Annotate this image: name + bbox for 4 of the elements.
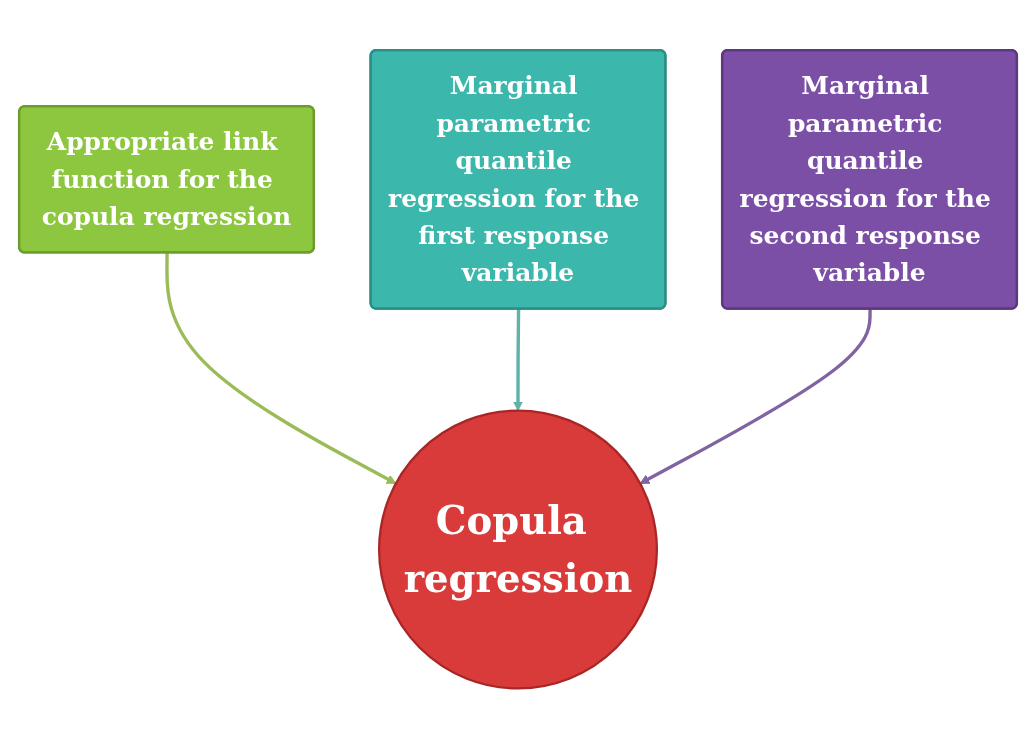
node-circle: Copula regression <box>377 409 659 690</box>
arrow <box>513 308 523 411</box>
arrow <box>165 252 397 484</box>
arrow <box>639 308 872 484</box>
